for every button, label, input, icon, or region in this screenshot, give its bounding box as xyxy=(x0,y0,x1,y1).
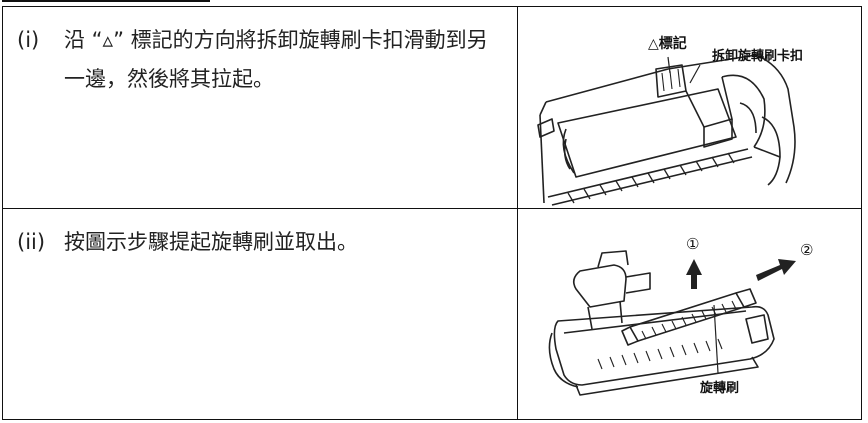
step-1-figure-cell: △標記 拆卸旋轉刷卡扣 xyxy=(517,6,862,209)
step1-marker: ① xyxy=(686,235,700,253)
step-2-figure-cell: ① ② 旋轉刷 xyxy=(517,208,862,420)
step-1-text: 沿 “▵” 標記的方向將拆卸旋轉刷卡扣滑動到另一邊，然後將其拉起。 xyxy=(64,28,488,91)
step-row-2: (ii) 按圖示步驟提起旋轉刷並取出。 xyxy=(2,208,862,420)
mark-label: △標記 xyxy=(648,36,687,52)
step-2-text: 按圖示步驟提起旋轉刷並取出。 xyxy=(64,230,358,254)
step-1-number: (i) xyxy=(17,28,40,52)
clip-label: 拆卸旋轉刷卡扣 xyxy=(712,49,804,64)
brush-removal-illustration: ① ② 旋轉刷 xyxy=(518,209,861,419)
step2-marker: ② xyxy=(800,241,814,259)
brush-clip-drawing xyxy=(537,54,796,206)
step-2-text-cell: (ii) 按圖示步驟提起旋轉刷並取出。 xyxy=(2,208,518,420)
step-1-text-cell: (i) 沿 “▵” 標記的方向將拆卸旋轉刷卡扣滑動到另一邊，然後將其拉起。 xyxy=(2,6,518,209)
instruction-table: (i) 沿 “▵” 標記的方向將拆卸旋轉刷卡扣滑動到另一邊，然後將其拉起。 xyxy=(2,6,862,420)
header-rule xyxy=(2,0,210,2)
brush-label: 旋轉刷 xyxy=(700,381,740,396)
step-row-1: (i) 沿 “▵” 標記的方向將拆卸旋轉刷卡扣滑動到另一邊，然後將其拉起。 xyxy=(2,6,862,209)
brush-clip-illustration: △標記 拆卸旋轉刷卡扣 xyxy=(518,7,861,208)
brush-removal-drawing xyxy=(548,250,796,396)
step-2-number: (ii) xyxy=(17,230,46,254)
